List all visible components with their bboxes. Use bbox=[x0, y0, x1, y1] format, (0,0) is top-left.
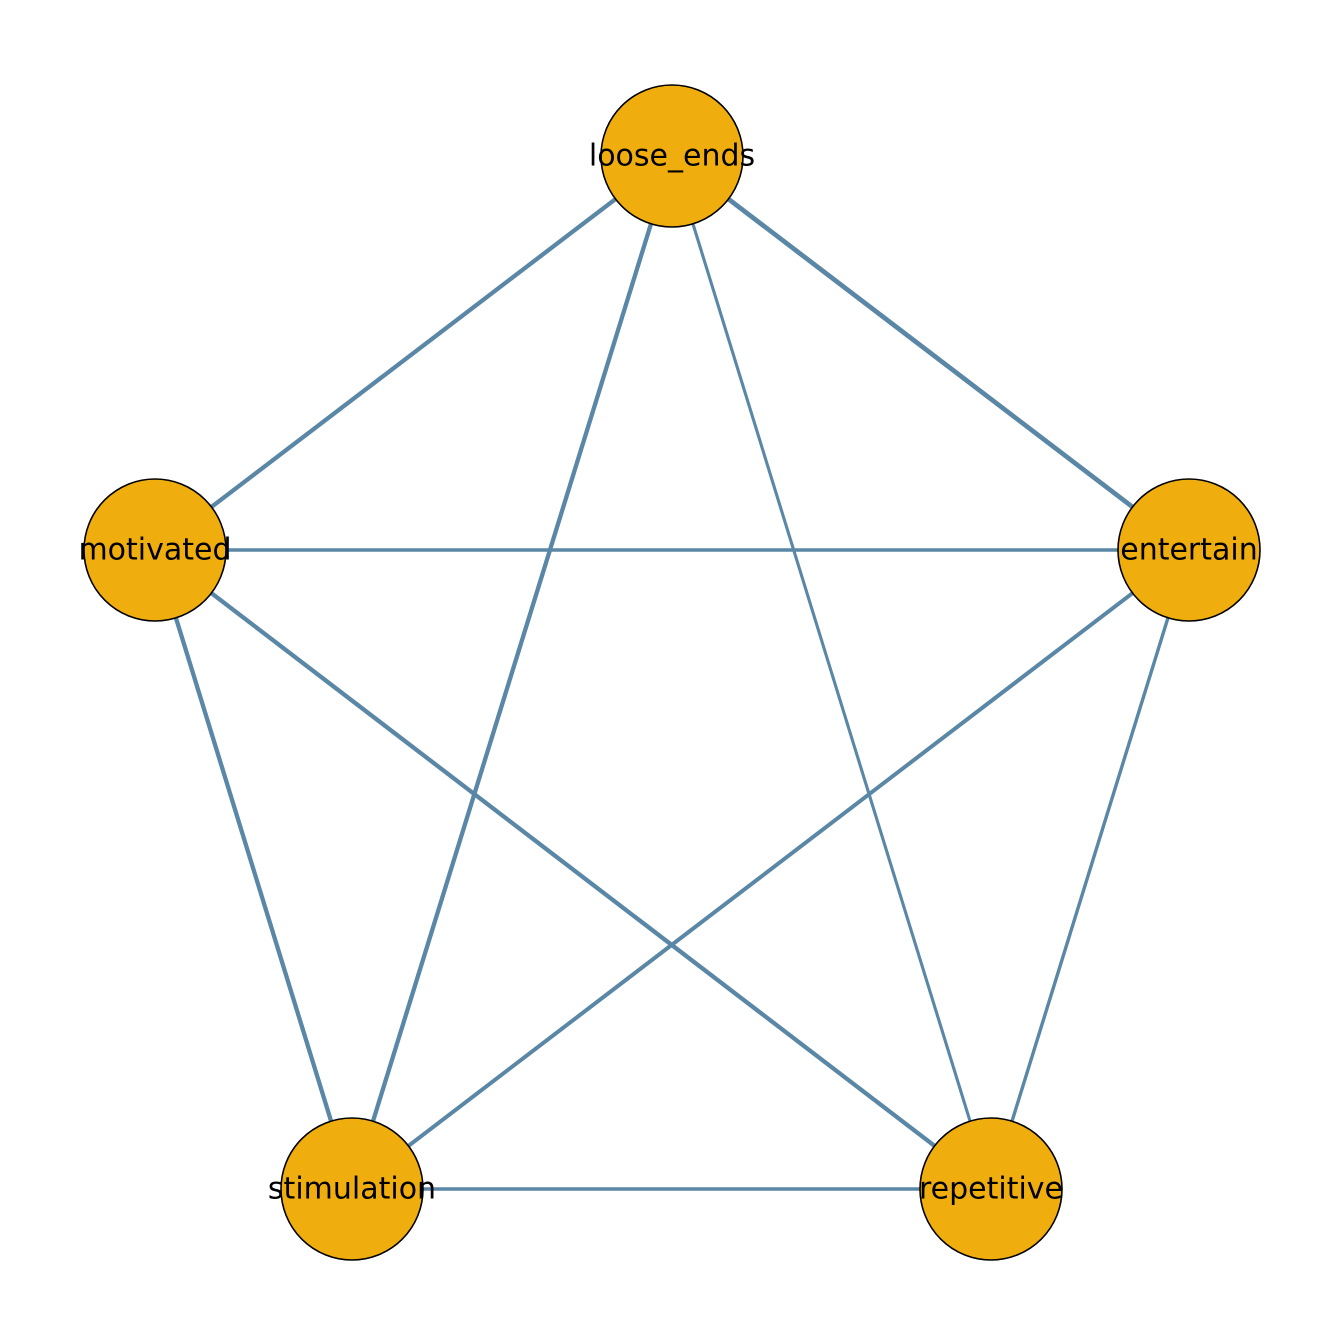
node-stimulation[interactable]: stimulation bbox=[268, 1117, 436, 1261]
node-repetitive[interactable]: repetitive bbox=[919, 1117, 1063, 1261]
node-circle-repetitive bbox=[919, 1117, 1063, 1261]
edge-loose_ends-entertain bbox=[670, 154, 1191, 552]
nodes-layer: loose_ends motivated entertain stimulation r… bbox=[78, 84, 1261, 1261]
edge-loose_ends-repetitive bbox=[670, 155, 993, 1190]
node-circle-entertain bbox=[1117, 478, 1261, 622]
node-label-loose_ends: loose_ends bbox=[589, 139, 755, 174]
node-loose_ends[interactable]: loose_ends bbox=[589, 84, 755, 228]
node-label-repetitive: repetitive bbox=[919, 1172, 1063, 1207]
edge-loose_ends-motivated bbox=[153, 154, 674, 552]
node-motivated[interactable]: motivated bbox=[78, 478, 232, 622]
node-circle-motivated bbox=[83, 478, 227, 622]
edges-layer bbox=[152, 154, 1191, 1191]
node-circle-loose_ends bbox=[600, 84, 744, 228]
node-label-entertain: entertain bbox=[1120, 533, 1258, 568]
node-label-motivated: motivated bbox=[78, 533, 231, 568]
edge-motivated-stimulation bbox=[152, 549, 355, 1190]
edge-motivated-repetitive bbox=[153, 548, 993, 1191]
edge-entertain-stimulation bbox=[350, 548, 1191, 1191]
node-circle-stimulation bbox=[280, 1117, 424, 1261]
edge-loose_ends-stimulation bbox=[349, 155, 675, 1190]
node-entertain[interactable]: entertain bbox=[1117, 478, 1261, 622]
node-label-stimulation: stimulation bbox=[268, 1172, 436, 1207]
edge-entertain-repetitive bbox=[989, 549, 1191, 1190]
